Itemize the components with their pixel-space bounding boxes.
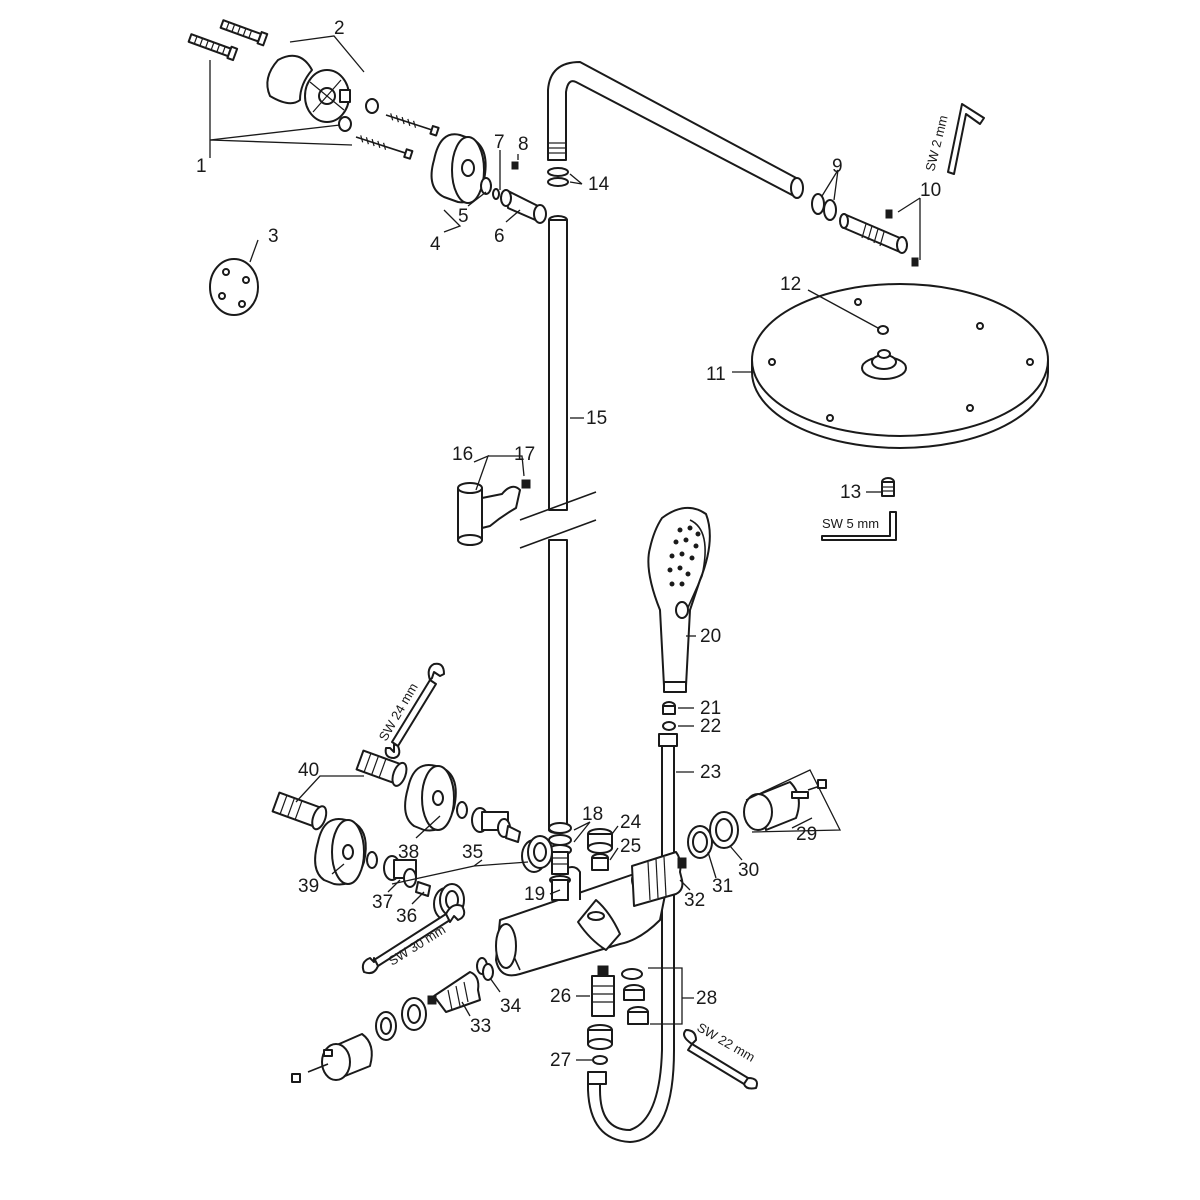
- wrench-sw24: [384, 662, 445, 759]
- washer-upper: [456, 801, 468, 819]
- cap-25: [591, 853, 609, 871]
- union-nut-35: [521, 835, 553, 873]
- riser-pipe: [519, 215, 597, 834]
- check-valve-upper: [471, 807, 521, 843]
- check-valve-lower-37: [383, 855, 431, 897]
- grub-screw-8: [511, 161, 519, 170]
- label-21: 21: [700, 698, 721, 719]
- label-12: 12: [780, 274, 801, 295]
- label-6: 6: [494, 226, 505, 247]
- eccentric-connectors-40: [271, 749, 408, 831]
- leader-lines: [209, 35, 921, 1061]
- ring-left: [375, 1011, 397, 1041]
- stop-ring-30: [709, 811, 739, 849]
- diverter-cartridge-26: [591, 965, 615, 1017]
- label-40: 40: [298, 760, 319, 781]
- flow-nozzle: [881, 477, 895, 497]
- shower-arm: [547, 61, 804, 199]
- anchor-bolts: [187, 19, 269, 62]
- spout-parts-28: [621, 968, 649, 1025]
- o-rings-14: [547, 167, 569, 187]
- cover-cap: [209, 258, 259, 316]
- cover-rosette-38: [404, 764, 457, 832]
- tool-label-sw5: SW 5 mm: [822, 516, 879, 531]
- hand-shower: [647, 507, 711, 693]
- mounting-plate: [266, 54, 351, 123]
- washer-22: [662, 721, 676, 731]
- label-35: 35: [462, 842, 483, 863]
- overhead-shower: [751, 283, 1049, 449]
- label-1: 1: [196, 156, 207, 177]
- label-29: 29: [796, 824, 817, 845]
- label-31: 31: [712, 876, 733, 897]
- stop-ring-left: [401, 997, 427, 1031]
- label-20: 20: [700, 626, 721, 647]
- label-9: 9: [832, 156, 843, 177]
- hex-key-sw2: [947, 103, 985, 175]
- o-rings-9: [811, 193, 837, 221]
- label-22: 22: [700, 716, 721, 737]
- o-ring-5: [480, 177, 492, 195]
- label-13: 13: [840, 482, 861, 503]
- label-27: 27: [550, 1050, 571, 1071]
- label-8: 8: [518, 134, 529, 155]
- label-24: 24: [620, 812, 642, 833]
- label-28: 28: [696, 988, 717, 1009]
- label-33: 33: [470, 1016, 491, 1037]
- wall-rosette: [430, 133, 487, 204]
- nut-27: [587, 1024, 613, 1065]
- wall-screws: [355, 113, 440, 160]
- label-5: 5: [458, 206, 469, 227]
- label-38: 38: [398, 842, 419, 863]
- hex-key-sw5: [821, 511, 897, 541]
- shower-holder: [457, 479, 531, 546]
- label-36: 36: [396, 906, 417, 927]
- handle-29: [743, 779, 827, 831]
- label-39: 39: [298, 876, 319, 897]
- label-16: 16: [452, 444, 473, 465]
- washers: [338, 98, 379, 132]
- shower-hose: [587, 733, 678, 1143]
- tool-label-sw30: SW 30 mm: [386, 922, 448, 969]
- wall-connector: [492, 188, 547, 224]
- wrench-sw30: [361, 904, 466, 975]
- label-30: 30: [738, 860, 759, 881]
- label-34: 34: [500, 996, 522, 1017]
- cap-24: [587, 828, 613, 854]
- thermostat-cartridge: [631, 851, 687, 907]
- shower-head-connector: [839, 209, 919, 267]
- label-23: 23: [700, 762, 721, 783]
- volume-cartridge-33: [427, 971, 481, 1013]
- label-15: 15: [586, 408, 607, 429]
- label-25: 25: [620, 836, 641, 857]
- label-37: 37: [372, 892, 393, 913]
- o-rings-34: [476, 957, 494, 981]
- riser-connector-19: [549, 851, 571, 901]
- washer-lower: [366, 851, 378, 869]
- label-2: 2: [334, 18, 345, 39]
- cover-rosette-39: [314, 818, 367, 886]
- label-17: 17: [514, 444, 535, 465]
- label-11: 11: [706, 364, 726, 385]
- label-19: 19: [524, 884, 545, 905]
- label-18: 18: [582, 804, 603, 825]
- part-number-labels: 1 2 3 4 5 6 7 8 9 10 11 12 13 14 15 16 1…: [196, 18, 941, 1071]
- label-4: 4: [430, 234, 441, 255]
- label-3: 3: [268, 226, 279, 247]
- wrench-sw22: [683, 1029, 758, 1090]
- handle-left: [291, 1033, 373, 1083]
- tool-label-sw2: SW 2 mm: [922, 114, 950, 173]
- label-14: 14: [588, 174, 610, 195]
- label-7: 7: [494, 132, 505, 153]
- hose-nut-21: [662, 701, 676, 715]
- label-10: 10: [920, 180, 941, 201]
- label-26: 26: [550, 986, 571, 1007]
- label-32: 32: [684, 890, 705, 911]
